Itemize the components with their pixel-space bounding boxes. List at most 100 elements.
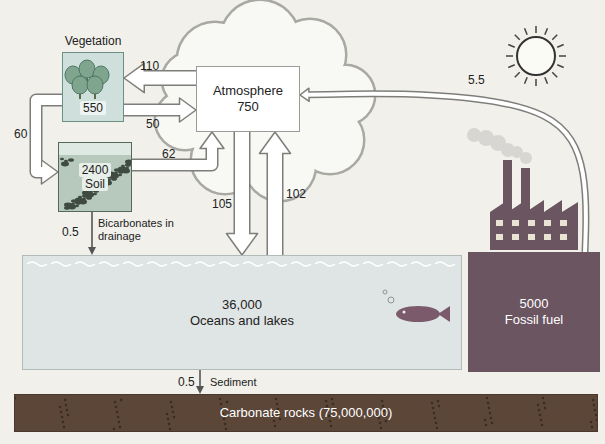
wave-line xyxy=(435,262,455,266)
soil-pebble xyxy=(75,205,79,207)
rock-speckle xyxy=(542,397,545,400)
rock-speckle xyxy=(593,404,596,407)
flow-value: 110 xyxy=(140,60,159,74)
wave-line xyxy=(291,262,311,266)
rock-speckle xyxy=(170,401,173,404)
rock-speckle xyxy=(171,406,174,409)
rock-speckle xyxy=(486,397,489,400)
rock-speckle xyxy=(541,424,544,427)
flow-arrow xyxy=(124,98,196,122)
wave-line xyxy=(171,262,191,266)
soil-box: 2400Soil xyxy=(58,142,132,212)
node-heading: Vegetation xyxy=(65,34,122,48)
node-text: 36,000 xyxy=(222,297,262,313)
wave-line xyxy=(219,262,239,266)
rock-speckle xyxy=(120,399,123,402)
soil-pebble xyxy=(86,196,92,200)
flow-note: Bicarbonates in drainage xyxy=(98,217,178,242)
rock-speckle xyxy=(537,404,540,407)
sun-ray xyxy=(552,72,557,77)
sun-ray xyxy=(508,45,514,48)
rock-speckle xyxy=(540,419,543,422)
factory-window xyxy=(528,220,535,226)
factory-window xyxy=(512,220,519,226)
wave-line xyxy=(195,262,215,266)
flow-line xyxy=(199,370,201,388)
sun-ray xyxy=(506,55,513,57)
wave-line xyxy=(315,262,335,266)
smoke-puff xyxy=(511,146,523,158)
rock-speckle xyxy=(538,409,541,412)
node-text: Carbonate rocks (75,000,000) xyxy=(220,405,393,421)
flow-value: 62 xyxy=(162,148,175,162)
rock-speckle xyxy=(224,423,227,426)
sun-ray xyxy=(508,65,514,68)
rock-speckle xyxy=(118,421,121,424)
sun-ray xyxy=(559,55,566,57)
wave-line xyxy=(267,262,287,266)
node-text: 5000 xyxy=(520,296,549,312)
factory-windows xyxy=(496,220,567,240)
bubble xyxy=(388,297,394,303)
rock-speckle xyxy=(220,403,223,406)
fish-eye xyxy=(403,311,406,314)
rock-speckle xyxy=(219,398,222,401)
node-text: 550 xyxy=(80,101,106,115)
sun-ray xyxy=(545,28,548,34)
sun xyxy=(506,26,566,86)
rock-speckle xyxy=(490,417,493,420)
sun-ray xyxy=(535,79,537,86)
factory-window xyxy=(544,234,551,240)
rock-speckle xyxy=(61,416,64,419)
node-text: Atmosphere xyxy=(213,83,283,99)
rock-speckle xyxy=(276,403,279,406)
rock-speckle xyxy=(590,421,593,424)
soil-pebble xyxy=(68,158,74,162)
rock-speckle xyxy=(225,428,228,431)
flow-note: Sediment xyxy=(210,376,290,389)
flow-value: 60 xyxy=(14,128,27,142)
rock-speckle xyxy=(433,412,436,415)
wave-line xyxy=(51,262,71,266)
wave-line xyxy=(363,262,383,266)
sun-ray xyxy=(525,77,528,83)
arrowhead xyxy=(88,247,96,255)
rock-speckle xyxy=(544,407,547,410)
sun-ray xyxy=(557,45,563,48)
flow-value: 0.5 xyxy=(178,376,195,390)
rock-speckle xyxy=(380,427,383,430)
flow-body xyxy=(306,94,586,252)
wave-line xyxy=(243,262,263,266)
rock-speckle xyxy=(64,399,67,402)
rock-speckle xyxy=(173,416,176,419)
wave-line xyxy=(387,262,407,266)
factory-window xyxy=(560,220,567,226)
soil-surface xyxy=(59,143,131,155)
rock-speckle xyxy=(381,400,384,403)
rock-speckle xyxy=(597,424,598,427)
tree-crown xyxy=(72,76,88,94)
soil-pebble xyxy=(111,177,117,181)
factory xyxy=(467,128,578,250)
rock-speckle xyxy=(63,426,66,429)
rock-speckle xyxy=(489,412,492,415)
rock-speckle xyxy=(592,399,595,402)
flow-arrow xyxy=(300,88,586,252)
node-text: 2400 xyxy=(79,163,112,177)
rock-speckle xyxy=(379,422,382,425)
rock-speckle xyxy=(485,424,488,427)
wave-line xyxy=(339,262,359,266)
wave-line xyxy=(75,262,95,266)
soil-pebble xyxy=(61,162,69,167)
rock-speckle xyxy=(167,418,170,421)
rock-speckle xyxy=(15,397,16,400)
rock-speckle xyxy=(487,402,490,405)
flow-body xyxy=(124,105,184,115)
sun-ray xyxy=(525,28,528,34)
flow-value: 50 xyxy=(146,118,159,132)
fish-body xyxy=(396,306,440,322)
rock-speckle xyxy=(62,421,65,424)
rock-speckle xyxy=(434,417,437,420)
rock-speckle xyxy=(60,411,63,414)
